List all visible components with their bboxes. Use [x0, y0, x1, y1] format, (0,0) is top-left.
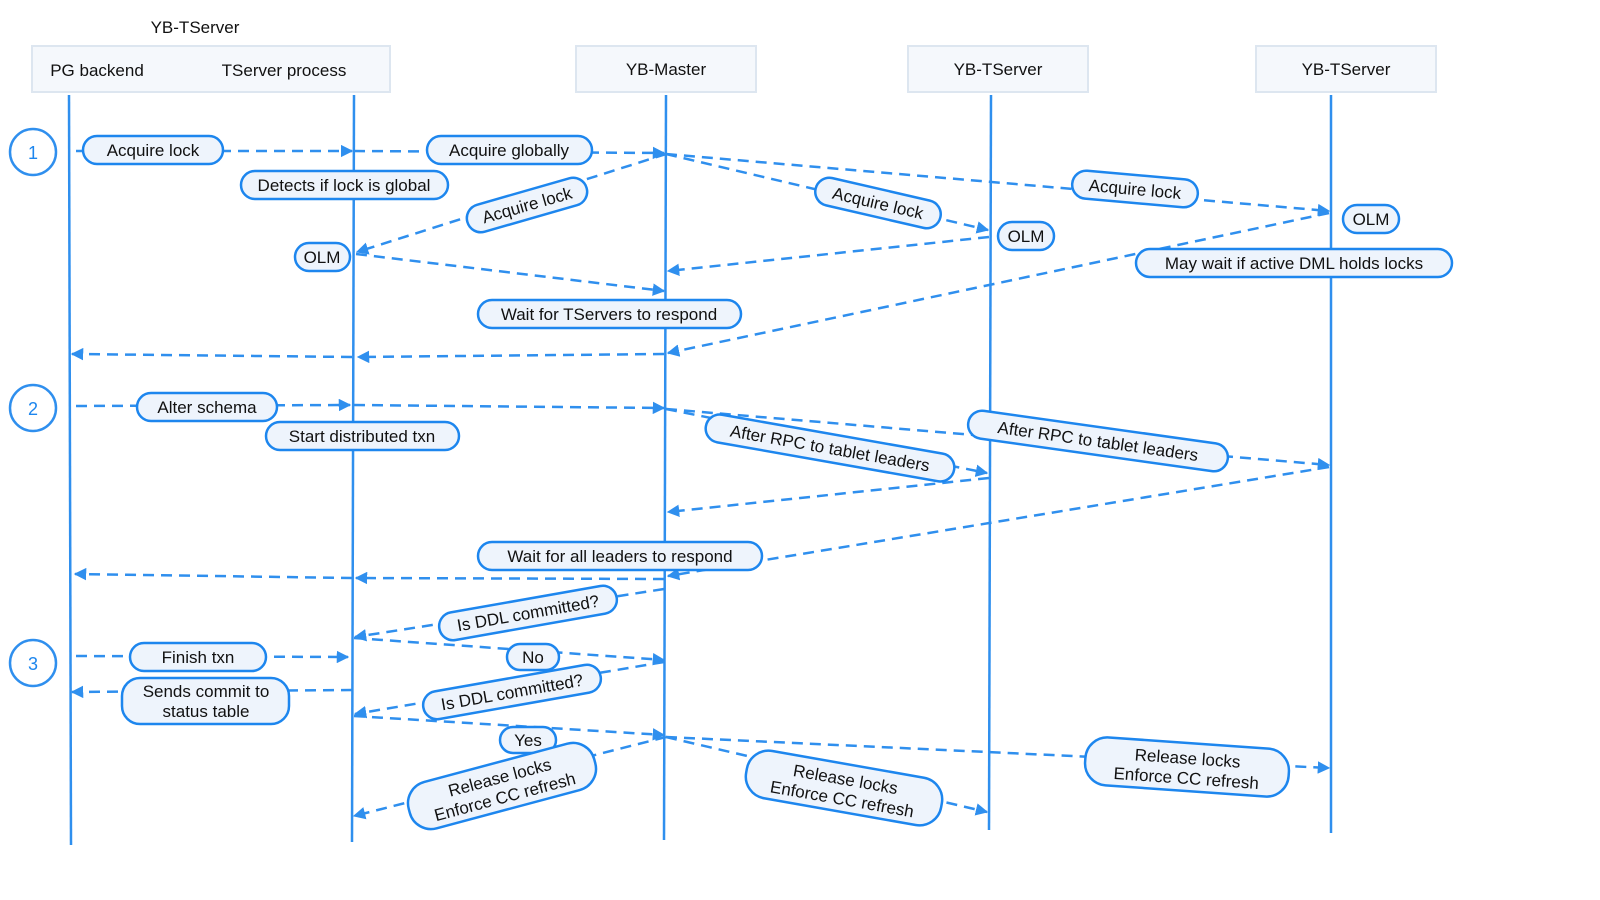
label-box-may-wait [1134, 247, 1454, 279]
message-schema-done [73, 567, 353, 581]
message-alter-schema [75, 398, 352, 412]
message-is-ddl-committed-2 [353, 660, 665, 719]
label-box-acquire-lock-local [465, 176, 589, 234]
message-release-tserver-3 [665, 735, 1331, 774]
label-box-after-rpc-tserver-2 [704, 413, 956, 483]
step-3-marker [8, 638, 58, 688]
label-box-alter-schema [135, 391, 279, 423]
label-box-sends-commit [120, 676, 291, 726]
label-box-acquire-lock-tserver-2 [814, 176, 942, 230]
label-box-no [505, 642, 561, 672]
message-olm-reply-tserver-3 [666, 211, 1330, 357]
message-start-txn [353, 401, 666, 415]
label-box-after-rpc-tserver-3 [966, 409, 1230, 473]
step-1-marker [8, 127, 58, 177]
label-box-detects-global [239, 169, 450, 201]
label-olm-tserver-3: OLM [1353, 210, 1390, 229]
message-master-reply [356, 350, 665, 364]
label-detects-global: Detects if lock is global [258, 176, 431, 195]
message-acquire-lock-tserver-3 [665, 152, 1331, 217]
message-leader-reply-tserver-2 [666, 476, 990, 518]
label-start-txn: Start distributed txn [289, 427, 435, 446]
step-1-number: 1 [28, 143, 38, 163]
message-olm-reply-tserver-2 [666, 235, 990, 277]
participant-yb-master: YB-Master [626, 60, 707, 79]
message-is-ddl-committed-1 [353, 587, 665, 642]
label-box-release-local [406, 741, 598, 831]
label-wait-tservers: Wait for TServers to respond [501, 305, 717, 324]
label-box-acquire-lock [81, 134, 225, 166]
participant-yb-tserver-2: YB-TServer [954, 60, 1043, 79]
label-box-olm-tserver-3 [1341, 203, 1401, 235]
label-box-is-ddl-committed-1 [437, 584, 619, 642]
header-box-local-tserver [31, 45, 391, 93]
label-box-acquire-globally [425, 134, 594, 166]
label-box-release-tserver-3 [1083, 736, 1291, 798]
step-3-number: 3 [28, 654, 38, 674]
lifeline-tserver-process [350, 94, 356, 843]
header-box-tserver-2 [907, 45, 1089, 93]
message-leader-reply-tserver-3 [666, 465, 1330, 581]
label-box-start-txn [264, 420, 461, 452]
label-finish-txn: Finish txn [162, 648, 235, 667]
step-2-marker [8, 383, 58, 433]
lifeline-yb-master [662, 94, 668, 841]
label-acquire-globally: Acquire globally [449, 141, 570, 160]
label-sends-commit-line1: Sends commit to [143, 682, 270, 701]
label-sends-commit-line2: status table [163, 702, 250, 721]
message-schema-reply [354, 571, 665, 585]
label-box-finish-txn [128, 641, 268, 673]
label-yes: Yes [514, 731, 542, 750]
label-olm-local: OLM [304, 248, 341, 267]
label-alter-schema: Alter schema [157, 398, 257, 417]
header-box-master [575, 45, 757, 93]
participant-pg-backend: PG backend [50, 61, 144, 80]
label-box-is-ddl-committed-2 [421, 663, 603, 721]
label-wait-leaders: Wait for all leaders to respond [507, 547, 732, 566]
label-acquire-lock: Acquire lock [107, 141, 200, 160]
step-2-number: 2 [28, 399, 38, 419]
label-box-acquire-lock-tserver-3 [1070, 169, 1200, 209]
label-box-wait-tservers [476, 298, 743, 330]
label-no: No [522, 648, 544, 667]
label-may-wait: May wait if active DML holds locks [1165, 254, 1423, 273]
message-olm-reply-local [355, 252, 666, 296]
header-box-tserver-3 [1255, 45, 1437, 93]
message-lock-acquired [70, 347, 353, 361]
message-yes [353, 714, 666, 741]
message-sends-commit [70, 685, 353, 699]
label-olm-tserver-2: OLM [1008, 227, 1045, 246]
participant-tserver-process: TServer process [222, 61, 347, 80]
lifeline-pg-backend [67, 94, 73, 846]
label-box-olm-local [293, 241, 352, 273]
group-title: YB-TServer [151, 18, 240, 37]
lifeline-yb-tserver-2 [987, 94, 993, 831]
label-box-olm-tserver-2 [996, 220, 1056, 252]
label-box-wait-leaders [476, 540, 764, 572]
participant-yb-tserver-3: YB-TServer [1302, 60, 1391, 79]
message-acquire-globally [353, 146, 666, 160]
message-no [353, 636, 666, 666]
label-box-release-tserver-2 [744, 749, 944, 827]
